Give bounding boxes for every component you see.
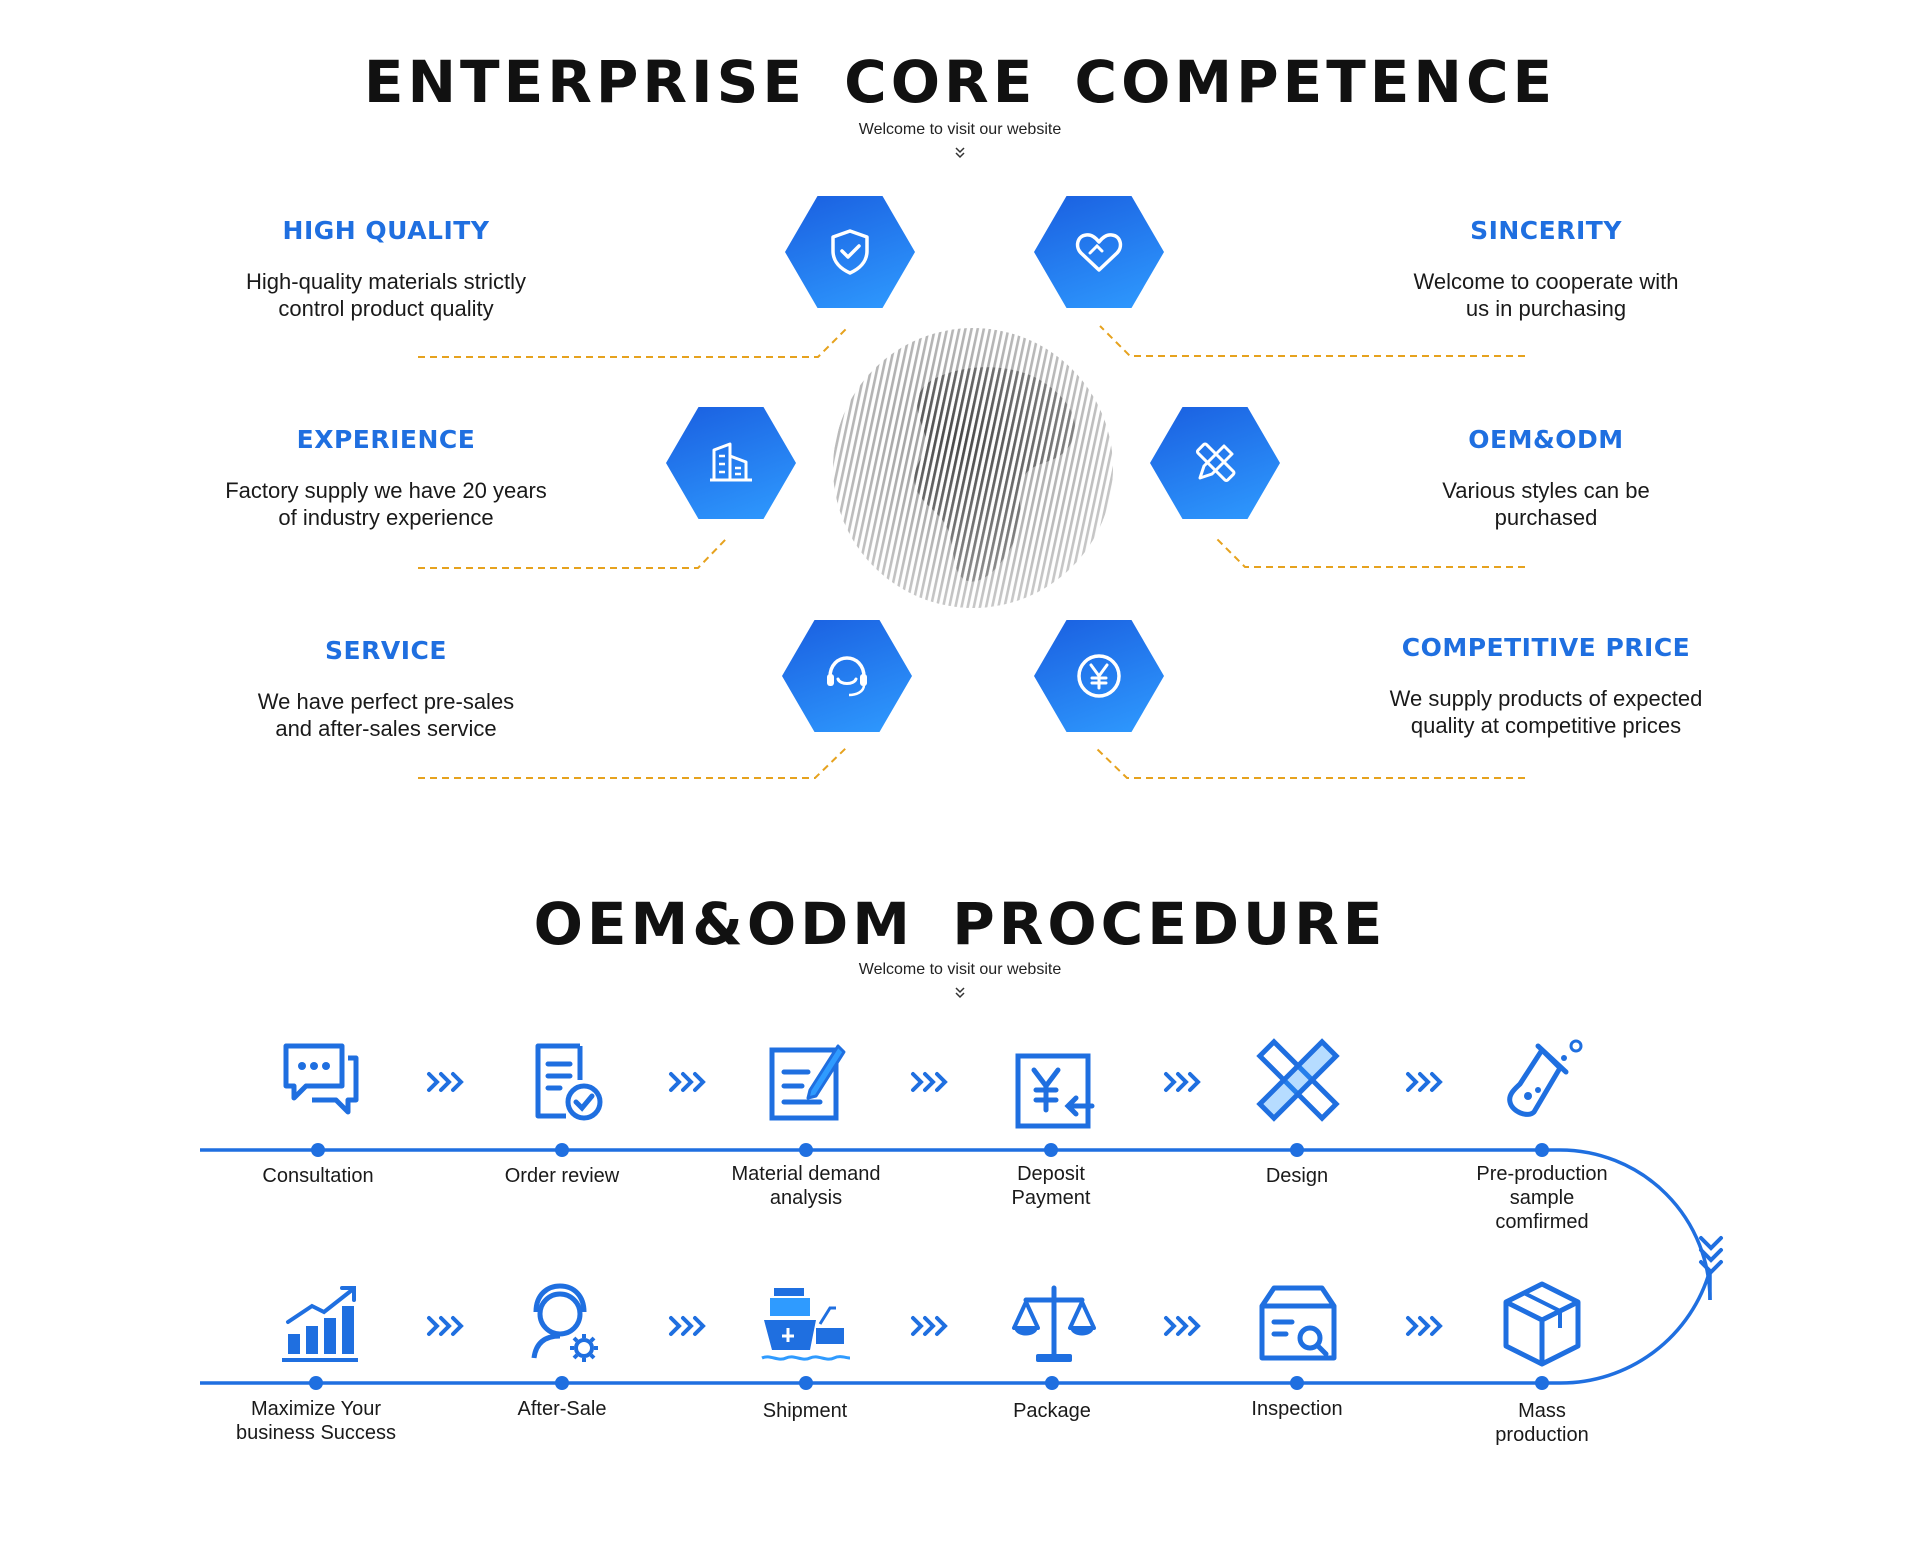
step-dot (555, 1143, 569, 1157)
chevron-down-icon (1699, 1236, 1723, 1275)
step-label-order-review: Order review (504, 1165, 620, 1187)
hex-experience (666, 407, 796, 519)
step-label-inspection: Inspection (1251, 1398, 1343, 1420)
chevron-down-icon (955, 987, 965, 999)
step-dot (799, 1376, 813, 1390)
flask-icon (1507, 1039, 1583, 1117)
headset-icon (827, 656, 867, 697)
chat-bubbles-icon (283, 1043, 359, 1115)
section-title-procedure: OEM&ODM PROCEDURE (533, 890, 1387, 958)
chevrons-right-icon (1406, 1072, 1443, 1092)
shield-check-icon (831, 229, 869, 275)
chevrons-right-icon (427, 1072, 464, 1092)
hex-high-quality (785, 196, 915, 308)
feature-title-service: SERVICE (325, 636, 447, 665)
chevron-down-icon (955, 147, 965, 159)
globe-icon (833, 328, 1113, 608)
step-dot (799, 1143, 813, 1157)
pencil-ruler-icon (1195, 442, 1236, 483)
feature-title-competitive-price: COMPETITIVE PRICE (1401, 633, 1691, 662)
yen-payment-icon (1015, 1053, 1095, 1129)
ruler-pencil-icon (1256, 1038, 1340, 1122)
heart-icon (1075, 233, 1123, 272)
chevrons-right-icon (669, 1316, 706, 1336)
chevrons-right-icon (1406, 1316, 1443, 1336)
box-search-icon (1259, 1285, 1337, 1361)
ship-icon (761, 1288, 851, 1361)
section-title-core-competence: ENTERPRISE CORE COMPETENCE (363, 48, 1557, 116)
step-dot (555, 1376, 569, 1390)
step-label-consultation: Consultation (262, 1165, 374, 1187)
feature-title-oem-odm: OEM&ODM (1468, 425, 1624, 454)
step-label-shipment: Shipment (762, 1400, 848, 1422)
step-label-after-sale: After-Sale (517, 1398, 607, 1420)
support-agent-icon (531, 1283, 598, 1362)
chevrons-right-icon (1164, 1316, 1201, 1336)
feature-title-sincerity: SINCERITY (1470, 216, 1622, 245)
step-dot (1290, 1143, 1304, 1157)
step-dot (1290, 1376, 1304, 1390)
step-dot (311, 1143, 325, 1157)
yen-coin-icon (1077, 654, 1121, 698)
scale-icon (1012, 1285, 1096, 1362)
hex-service (782, 620, 912, 732)
step-label-package: Package (1013, 1400, 1091, 1422)
chevrons-right-icon (911, 1316, 948, 1336)
chevrons-right-icon (427, 1316, 464, 1336)
edit-document-icon (769, 1044, 846, 1121)
step-dot (1535, 1143, 1549, 1157)
step-dot (1045, 1376, 1059, 1390)
factory-icon (710, 442, 752, 482)
chevrons-right-icon (911, 1072, 948, 1092)
chevrons-right-icon (1164, 1072, 1201, 1092)
section-subtitle: Welcome to visit our website (858, 121, 1062, 138)
step-label-design: Design (1265, 1165, 1329, 1187)
section-subtitle: Welcome to visit our website (858, 961, 1062, 978)
growth-chart-icon (282, 1286, 358, 1362)
step-dot (1044, 1143, 1058, 1157)
step-dot (1535, 1376, 1549, 1390)
chevrons-right-icon (669, 1072, 706, 1092)
cube-box-icon (1503, 1281, 1581, 1367)
document-check-icon (535, 1043, 603, 1121)
feature-title-experience: EXPERIENCE (296, 425, 476, 454)
step-dot (309, 1376, 323, 1390)
feature-title-high-quality: HIGH QUALITY (282, 216, 490, 245)
dashed-connectors (418, 325, 1525, 779)
